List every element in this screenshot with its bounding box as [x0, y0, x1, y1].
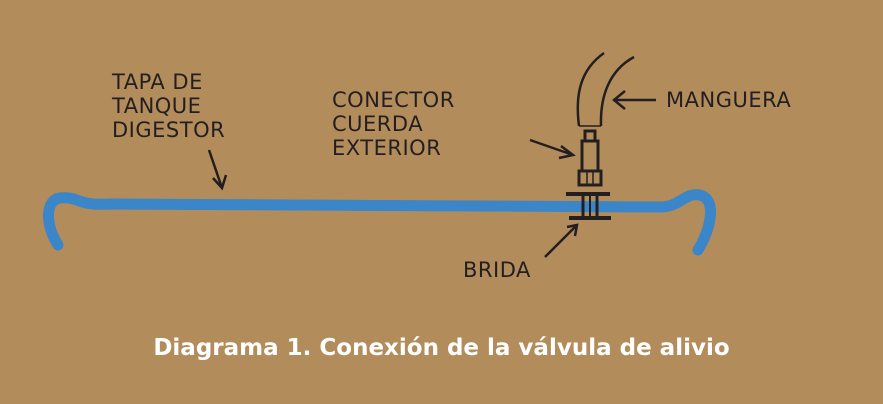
arrow-connector [529, 138, 576, 160]
label-hose: MANGUERA [666, 88, 792, 112]
flange [566, 192, 611, 220]
label-connector: CONECTOR CUERDA EXTERIOR [332, 88, 455, 160]
caption: Diagrama 1. Conexión de la válvula de al… [153, 335, 730, 361]
label-tank-lid: TAPA DE TANQUE DIGESTOR [112, 70, 226, 142]
hose [576, 51, 635, 127]
arrow-hose [612, 90, 656, 110]
arrow-tank-lid [207, 149, 228, 191]
label-flange: BRIDA [463, 258, 531, 282]
connector [577, 129, 603, 187]
tank-lid [43, 189, 717, 256]
arrow-flange [544, 223, 579, 258]
arrows [207, 90, 656, 258]
